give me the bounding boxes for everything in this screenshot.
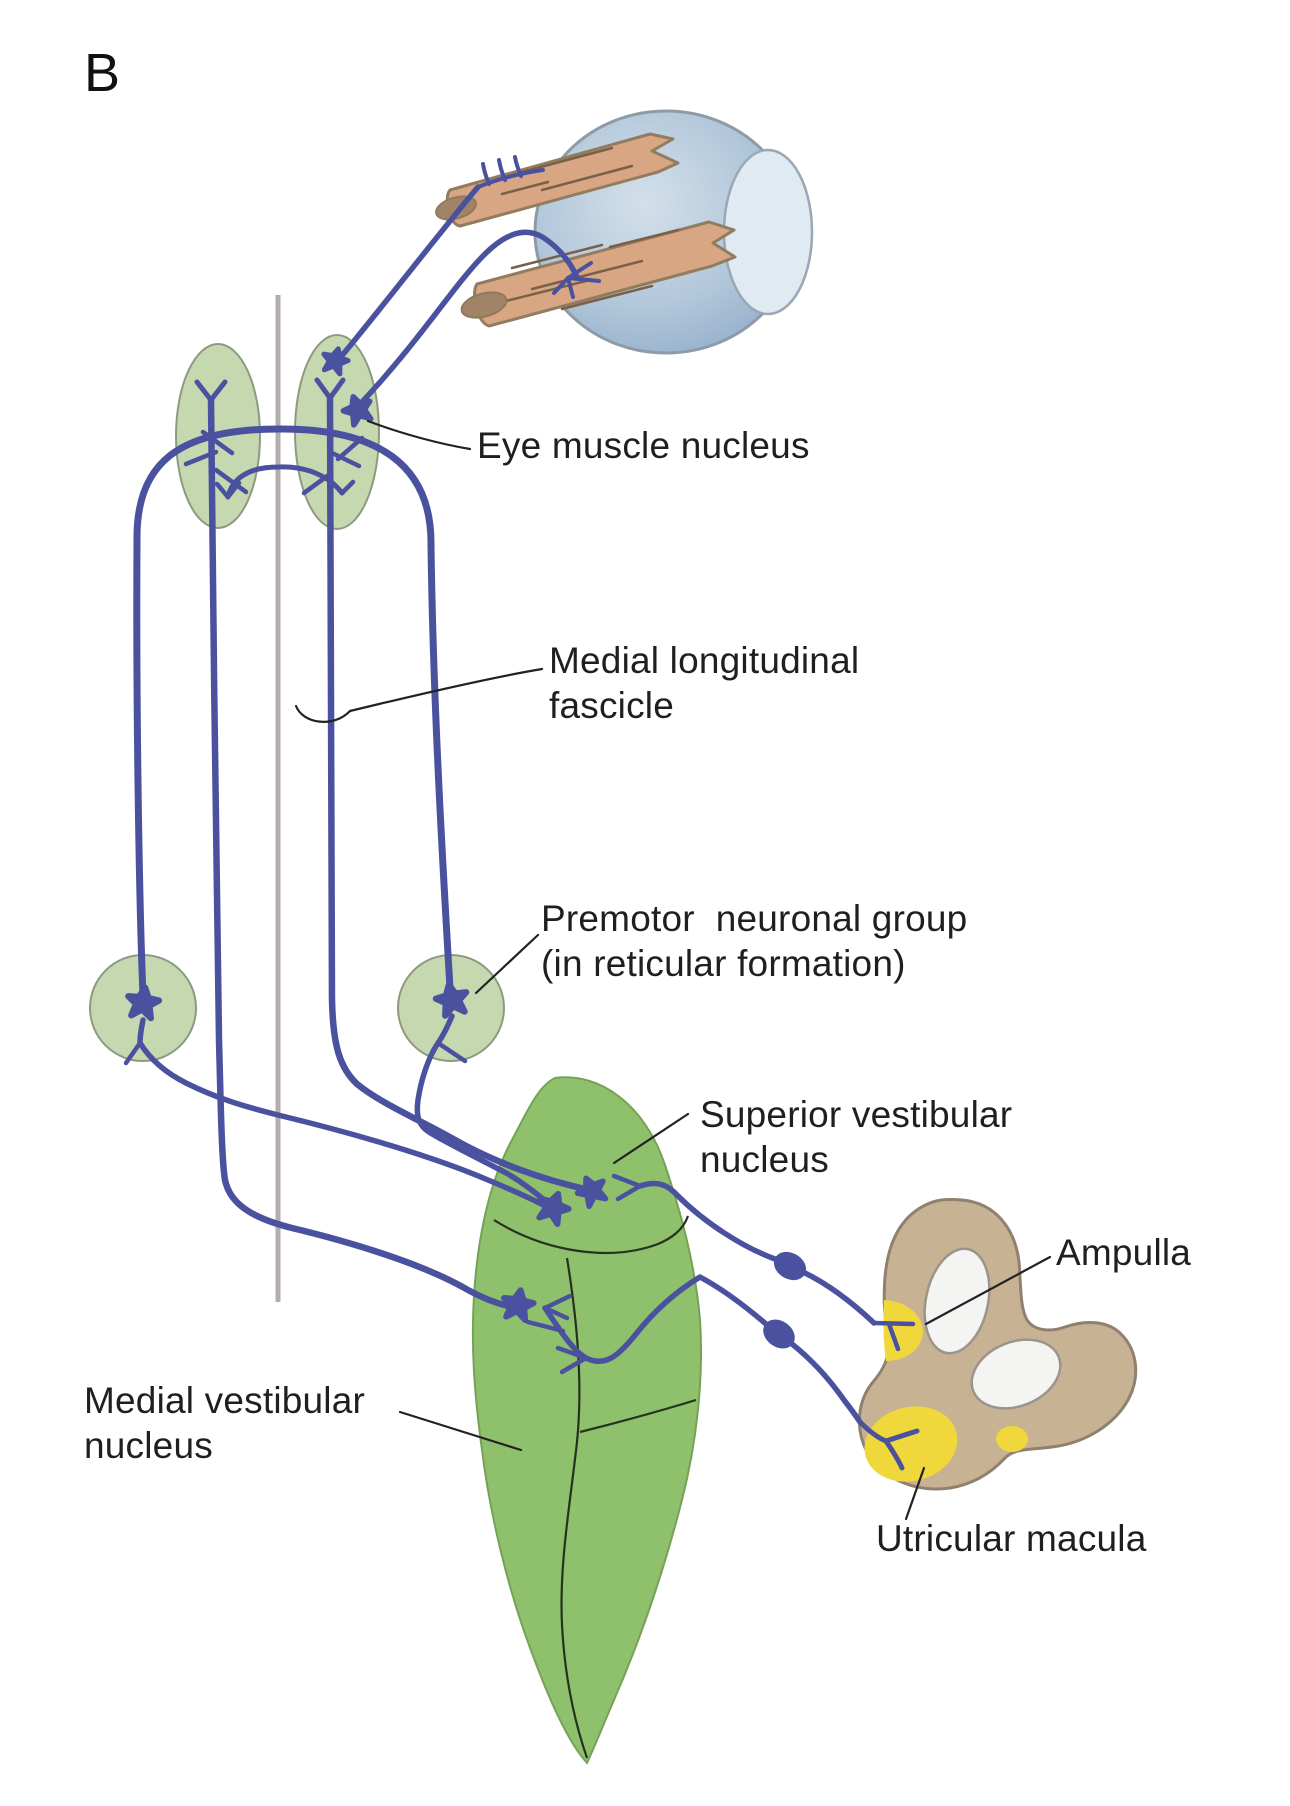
canal-hole-right	[970, 1338, 1062, 1410]
lower-muscle-cut-end	[460, 291, 508, 319]
utricular-terminal-claw	[542, 1293, 589, 1375]
vestibular-nucleus-complex	[471, 1076, 702, 1765]
mvn-soma-branch	[525, 1319, 566, 1334]
panel-label: B	[84, 43, 121, 103]
label-medial-longitudinal-fascicle: Medial longitudinal fascicle	[549, 640, 860, 727]
nerve-to-lower-muscle	[359, 229, 580, 405]
mvn-ascending-fiber	[207, 396, 516, 1311]
ampullary-afferent-fiber	[637, 1180, 778, 1262]
leader-mlf	[348, 667, 544, 713]
utricular-macula-patch	[864, 1406, 958, 1482]
label-eye-muscle-nucleus: Eye muscle nucleus	[477, 425, 810, 466]
lower-muscle-striations	[504, 228, 680, 311]
upper-muscle-nerve-terminals	[476, 155, 545, 189]
leader-premotor	[474, 933, 540, 995]
canal-hole-top	[923, 1247, 991, 1355]
svn-ascending-fiber	[326, 394, 589, 1193]
nucleus-subdivision-lines	[493, 1215, 697, 1759]
lower-muscle-nerve-terminals	[552, 261, 601, 299]
label-medial-vestibular-nucleus: Medial vestibular nucleus	[84, 1380, 366, 1467]
premotor-ascending-arch	[133, 425, 454, 999]
ampullary-terminal-claw	[611, 1173, 643, 1202]
ampullary-afferent-fiber-distal	[800, 1269, 877, 1326]
label-utricular-macula: Utricular macula	[876, 1518, 1147, 1559]
upper-muscle-striations	[500, 146, 634, 196]
ganglion-cell-ampullary	[773, 1251, 807, 1281]
nerve-to-upper-muscle	[337, 184, 481, 361]
labyrinth	[857, 1197, 1138, 1491]
saccular-macula-patch	[996, 1426, 1028, 1452]
leader-ampulla	[924, 1255, 1052, 1326]
leader-mlf-bracket	[294, 704, 352, 723]
utricular-afferent-fiber-distal	[789, 1341, 863, 1425]
leader-superior-vestibular	[612, 1112, 690, 1165]
ampulla-receptor-fork	[871, 1320, 916, 1352]
ganglion-cell-utricular	[763, 1319, 795, 1349]
label-ampulla: Ampulla	[1056, 1232, 1192, 1273]
cornea	[722, 148, 814, 316]
mvn-fiber-terminal-y	[194, 379, 228, 403]
ampulla-patch	[883, 1300, 923, 1361]
svn-fiber-terminal-y	[314, 377, 346, 401]
premotor-right-dendrite-arm	[435, 1040, 468, 1064]
utricular-afferent-fiber	[542, 1274, 769, 1365]
leader-medial-vestibular	[398, 1410, 523, 1452]
left-premotor-dendrite-arm	[123, 1040, 143, 1066]
leader-eye-muscle-nucleus	[366, 419, 472, 451]
label-premotor-group: Premotor neuronal group (in reticular fo…	[541, 898, 968, 985]
label-superior-vestibular-nucleus: Superior vestibular nucleus	[700, 1094, 1013, 1181]
utricle-receptor-fork	[857, 1419, 920, 1471]
leader-utricular-macula	[904, 1466, 926, 1521]
lower-eye-muscle	[460, 220, 737, 328]
